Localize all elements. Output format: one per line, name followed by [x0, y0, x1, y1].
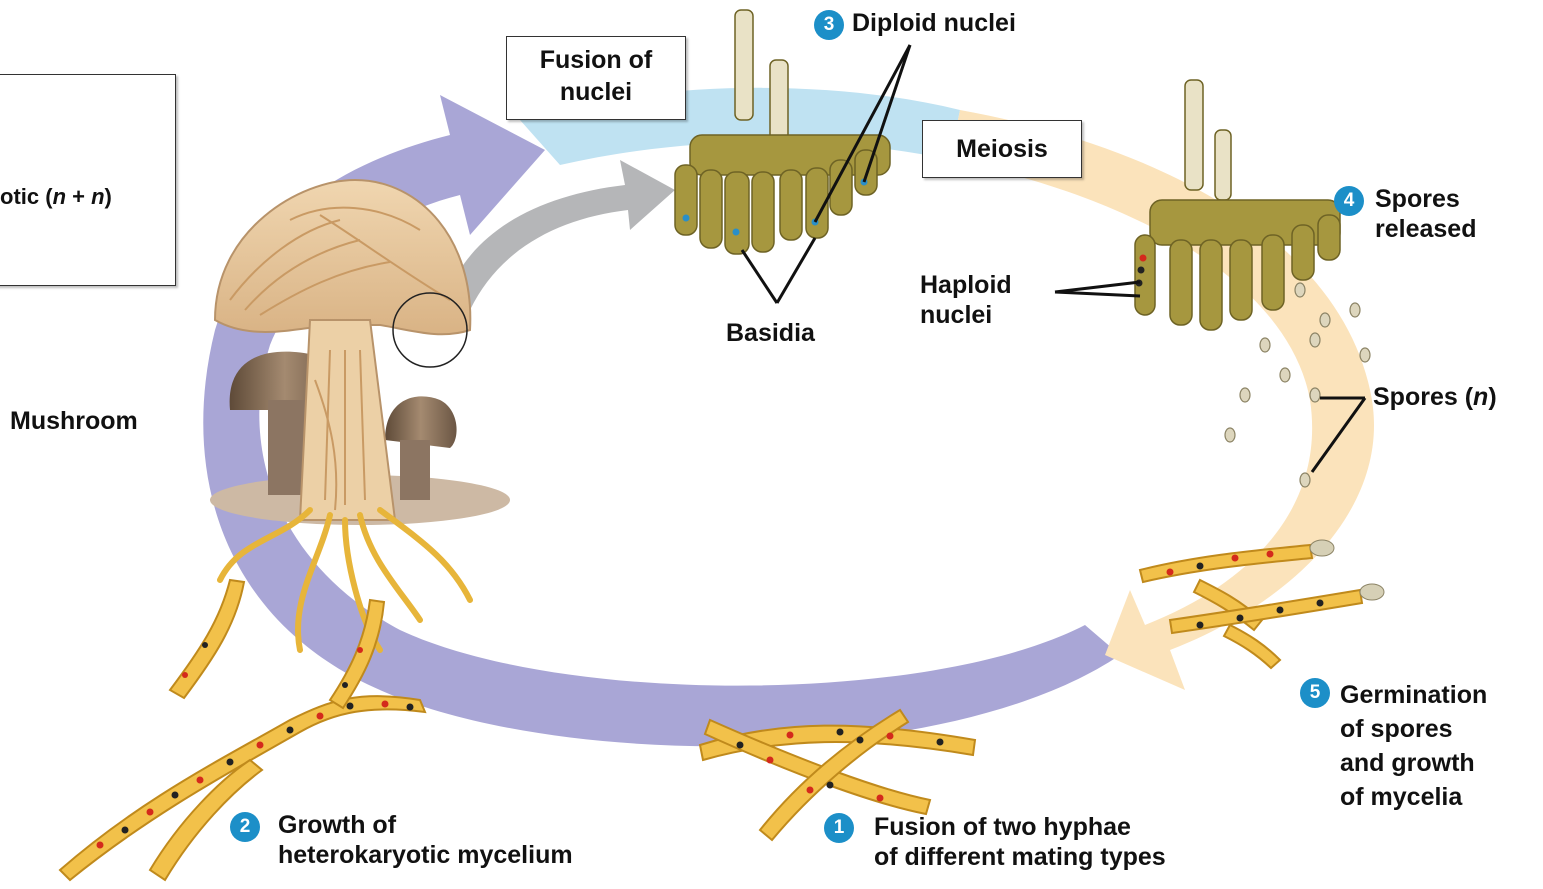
- meiosis-label: Meiosis: [922, 133, 1082, 165]
- diploid-nucleus: [733, 229, 740, 236]
- spore: [1360, 584, 1384, 600]
- haploid-nucleus: [1138, 267, 1145, 274]
- spores-released-label: Spores released: [1375, 184, 1476, 244]
- spores-n-label: Spores (n): [1373, 382, 1497, 412]
- germination-label: Germination of spores and growth of myce…: [1340, 678, 1487, 814]
- step-1-badge: 1: [824, 813, 854, 843]
- step-5-badge: 5: [1300, 678, 1330, 708]
- fusion-hyphae-label: Fusion of two hyphae of different mating…: [874, 812, 1166, 872]
- haploid-nucleus: [1140, 255, 1147, 262]
- diploid-nuclei-label: Diploid nuclei: [852, 8, 1016, 38]
- fusion-of-nuclei-label: Fusion of nuclei: [506, 44, 686, 108]
- mushroom-stem: [300, 320, 395, 520]
- growth-mycelium-label: Growth of heterokaryotic mycelium: [278, 810, 573, 870]
- step-4-badge: 4: [1334, 186, 1364, 216]
- legend-box: [0, 74, 176, 286]
- haploid-nuclei-label: Haploid nuclei: [920, 270, 1012, 330]
- mushroom-label: Mushroom: [10, 406, 138, 436]
- step-2-badge: 2: [230, 812, 260, 842]
- step-3-badge: 3: [814, 10, 844, 40]
- legend-dikaryotic-label: otic (n + n): [0, 182, 112, 212]
- spore: [1310, 540, 1334, 556]
- diploid-nucleus: [683, 215, 690, 222]
- basidia-label: Basidia: [726, 318, 815, 348]
